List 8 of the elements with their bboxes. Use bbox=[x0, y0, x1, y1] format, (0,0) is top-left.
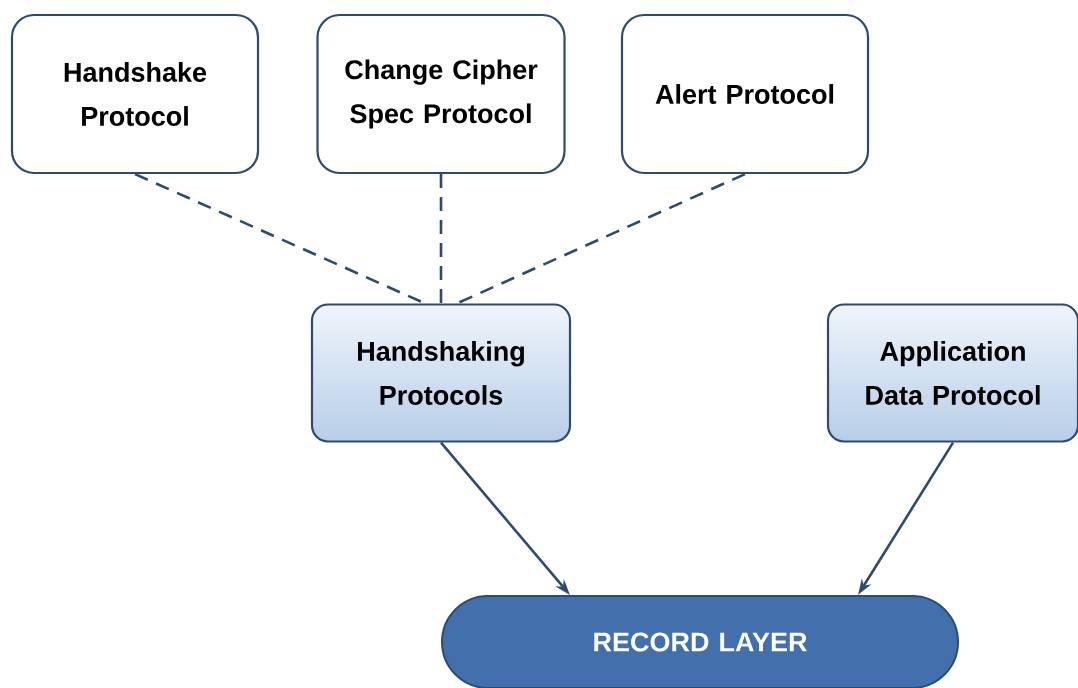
protocol-box: Change Cipher Spec Protocol bbox=[316, 13, 566, 175]
connector-line bbox=[456, 172, 746, 305]
protocol-box: Handshake Protocol bbox=[10, 13, 260, 175]
protocol-box: Handshaking Protocols bbox=[310, 303, 572, 443]
protocol-box: Application Data Protocol bbox=[826, 303, 1078, 443]
layer-oval: RECORD LAYER bbox=[441, 595, 959, 688]
connector-line bbox=[439, 174, 443, 304]
protocol-box: Alert Protocol bbox=[620, 13, 870, 175]
